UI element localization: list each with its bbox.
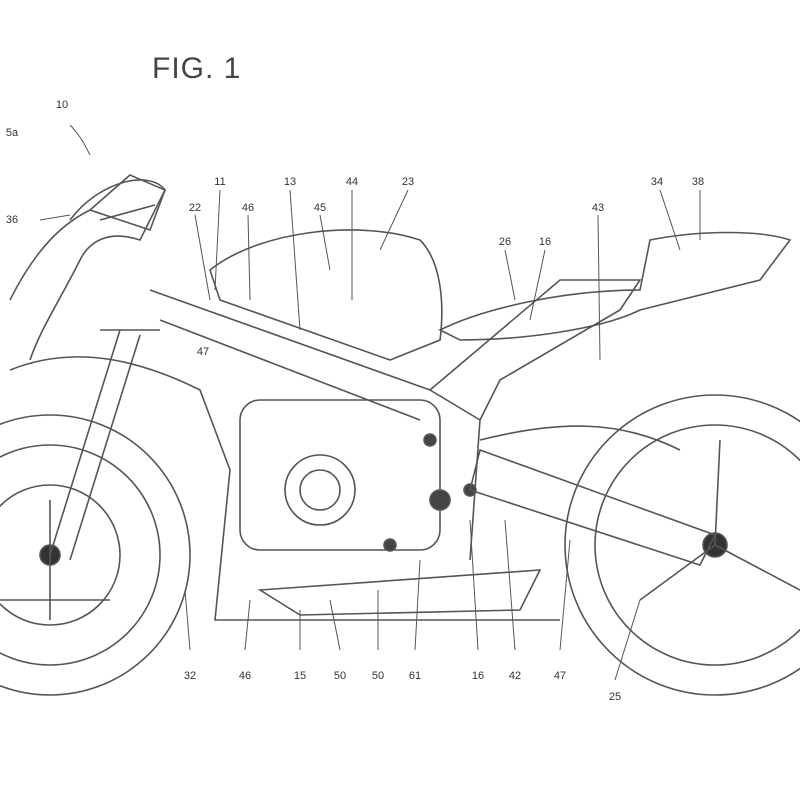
ref-23: 23 bbox=[401, 176, 415, 188]
fuel-tank bbox=[209, 229, 443, 361]
ref-44: 44 bbox=[345, 176, 359, 188]
ref-15: 15 bbox=[293, 670, 307, 682]
swingarm bbox=[469, 425, 717, 566]
figure-title: FIG. 1 bbox=[152, 52, 242, 85]
ref-61: 61 bbox=[408, 670, 422, 682]
ref-32: 32 bbox=[183, 670, 197, 682]
leader-lines bbox=[39, 124, 701, 681]
ref-11: 11 bbox=[214, 176, 226, 188]
ref-16-bottom: 16 bbox=[471, 670, 485, 682]
ref-38: 38 bbox=[691, 176, 705, 188]
ref-10: 10 bbox=[55, 99, 69, 111]
exhaust bbox=[257, 569, 542, 616]
main-frame bbox=[149, 279, 642, 561]
ref-26: 26 bbox=[498, 236, 512, 248]
ref-47-front: 47 bbox=[196, 346, 210, 358]
front-fork bbox=[49, 329, 160, 561]
engine bbox=[239, 399, 477, 552]
ref-50a: 50 bbox=[333, 670, 347, 682]
ref-13: 13 bbox=[283, 176, 297, 188]
front-wheel bbox=[0, 414, 191, 696]
ref-46-bottom: 46 bbox=[238, 670, 252, 682]
ref-16-top: 16 bbox=[538, 236, 552, 248]
ref-22: 22 bbox=[188, 202, 202, 214]
ref-5a: 5a bbox=[5, 127, 19, 139]
windscreen bbox=[88, 174, 167, 232]
seat bbox=[438, 231, 792, 341]
ref-42: 42 bbox=[508, 670, 522, 682]
ref-25: 25 bbox=[608, 691, 622, 703]
ref-36: 36 bbox=[5, 214, 19, 226]
ref-50b: 50 bbox=[371, 670, 385, 682]
ref-34: 34 bbox=[650, 176, 664, 188]
ref-43: 43 bbox=[591, 202, 605, 214]
rear-wheel bbox=[564, 394, 800, 696]
ref-45: 45 bbox=[313, 202, 327, 214]
ref-47: 47 bbox=[553, 670, 567, 682]
ref-46-top: 46 bbox=[241, 202, 255, 214]
